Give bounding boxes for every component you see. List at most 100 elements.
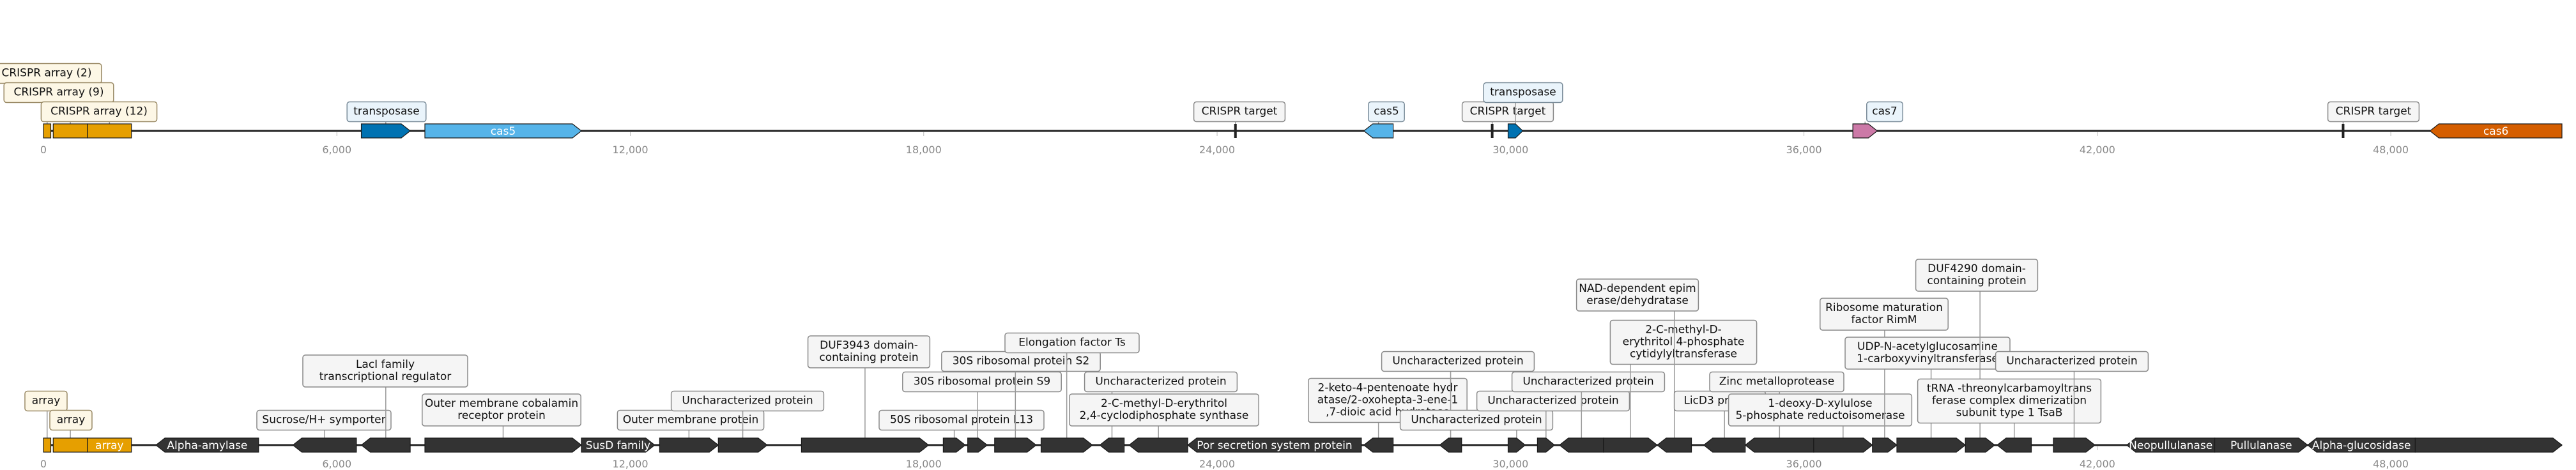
label-box — [1609, 319, 1758, 365]
axis-tick-label: 30,000 — [1492, 144, 1528, 156]
gene-feature[interactable] — [659, 437, 719, 453]
gene-feature[interactable]: SusD family — [581, 437, 656, 453]
gene-feature[interactable] — [2414, 437, 2563, 453]
label-text-line: Elongation factor Ts — [1018, 337, 1126, 349]
label-text-line: transposase — [353, 105, 420, 118]
gene-feature[interactable] — [1099, 437, 1125, 453]
crispr-array-feature[interactable] — [52, 437, 88, 453]
gene-feature[interactable] — [1363, 123, 1394, 139]
axis-tick-label: 0 — [40, 144, 47, 156]
gene-feature[interactable] — [1040, 437, 1093, 453]
gene-inner-label: cas5 — [491, 125, 516, 138]
gene-feature[interactable] — [360, 123, 411, 139]
gene-feature[interactable] — [1965, 437, 1996, 453]
crispr-array-feature[interactable] — [52, 123, 88, 139]
feature-label: DUF3943 domain-containing protein — [807, 335, 931, 443]
label-text-line: 30S ribosomal protein S2 — [953, 355, 1090, 368]
label-text: 50S ribosomal protein L13 — [890, 414, 1033, 427]
label-box — [1575, 278, 1699, 312]
label-text-line: containing protein — [819, 351, 918, 364]
gene-arrow — [1099, 437, 1125, 453]
gene-feature[interactable] — [1558, 437, 1604, 453]
label-text-line: array — [32, 395, 61, 407]
gene-feature[interactable] — [942, 437, 966, 453]
feature-label: array — [24, 390, 68, 443]
label-box — [1511, 371, 1666, 393]
gene-feature[interactable] — [360, 437, 411, 453]
gene-feature[interactable] — [1656, 437, 1692, 453]
gene-feature[interactable]: Alpha-glucosidase — [2306, 437, 2416, 453]
gene-feature[interactable] — [994, 437, 1037, 453]
label-text-line: 1-carboxyvinyltransferase — [1857, 352, 1998, 365]
gene-arrow — [2414, 437, 2563, 453]
gene-feature[interactable] — [1813, 437, 1873, 453]
label-box — [1728, 393, 1913, 427]
feature-label: Uncharacterized protein — [1476, 390, 1630, 443]
crispr-target-feature[interactable] — [1491, 124, 1494, 138]
gene-feature[interactable] — [1872, 437, 1897, 453]
gene-feature[interactable] — [717, 437, 768, 453]
label-text-line: Ribosome maturation — [1825, 301, 1943, 314]
gene-feature[interactable] — [1744, 437, 1814, 453]
gene-feature[interactable] — [424, 437, 582, 453]
gene-feature[interactable] — [1507, 437, 1526, 453]
axis-tick-label: 24,000 — [1199, 144, 1235, 156]
label-text-line: tRNA -threonylcarbamoyltrans — [1927, 383, 2092, 395]
gene-arrow — [1187, 437, 1362, 453]
label-text-line: Uncharacterized protein — [1487, 395, 1618, 407]
axis-tick-label: 48,000 — [2373, 144, 2409, 156]
feature-label: Sucrose/H+ symporter — [256, 409, 392, 443]
gene-arrow — [360, 437, 411, 453]
feature-label: Uncharacterized protein — [1511, 371, 1666, 443]
crispr-array-feature[interactable] — [43, 123, 52, 139]
label-text-line: array — [57, 414, 86, 427]
gene-inner-label: cas6 — [2483, 125, 2508, 138]
label-box — [670, 390, 825, 412]
axis-tick-label: 42,000 — [2080, 144, 2115, 156]
label-text: cas5 — [1374, 105, 1399, 118]
crispr-target-feature[interactable] — [2342, 124, 2345, 138]
gene-feature[interactable] — [292, 437, 357, 453]
gene-feature[interactable]: Neopullulanase — [2126, 437, 2216, 453]
axis-tick-label: 30,000 — [1492, 458, 1528, 470]
axis-tick-label: 36,000 — [1786, 144, 1822, 156]
gene-feature[interactable] — [801, 437, 930, 453]
crispr-array-feature[interactable] — [43, 437, 52, 453]
gene-feature[interactable] — [1996, 437, 2032, 453]
gene-arrow — [1537, 437, 1556, 453]
crispr-array-feature[interactable] — [87, 123, 132, 139]
gene-feature[interactable]: cas5 — [424, 123, 582, 139]
gene-feature[interactable] — [1363, 437, 1394, 453]
gene-arrow — [1603, 437, 1658, 453]
crispr-array-feature[interactable]: array — [87, 437, 132, 453]
gene-arrow — [1558, 437, 1604, 453]
gene-feature[interactable] — [1537, 437, 1556, 453]
axis-tick-label: 0 — [40, 458, 47, 470]
gene-feature[interactable] — [1439, 437, 1462, 453]
gene-feature[interactable] — [1128, 437, 1188, 453]
label-text-line: erythritol 4-phosphate — [1623, 336, 1745, 349]
gene-feature[interactable] — [1852, 123, 1878, 139]
gene-arrow — [1852, 123, 1878, 139]
feature-label: CRISPR target — [1461, 101, 1554, 128]
label-text-line: NAD-dependent epim — [1579, 282, 1696, 295]
label-box — [1866, 101, 1903, 123]
gene-feature[interactable] — [1703, 437, 1746, 453]
gene-feature[interactable]: Alpha-amylase — [155, 437, 259, 453]
gene-feature[interactable]: cas6 — [2429, 123, 2563, 139]
gene-feature[interactable] — [967, 437, 988, 453]
gene-feature[interactable]: Pullulanase — [2214, 437, 2308, 453]
gene-feature[interactable] — [2053, 437, 2096, 453]
feature-label: Uncharacterized protein — [1381, 351, 1535, 443]
label-text-line: 1-deoxy-D-xylulose — [1768, 397, 1872, 410]
gene-feature[interactable] — [1507, 123, 1524, 139]
gene-feature[interactable] — [1896, 437, 1966, 453]
gene-feature[interactable] — [1603, 437, 1658, 453]
gene-arrow — [2214, 437, 2308, 453]
crispr-target-feature[interactable] — [1234, 124, 1237, 138]
gene-feature[interactable]: Por secretion system protein — [1187, 437, 1362, 453]
